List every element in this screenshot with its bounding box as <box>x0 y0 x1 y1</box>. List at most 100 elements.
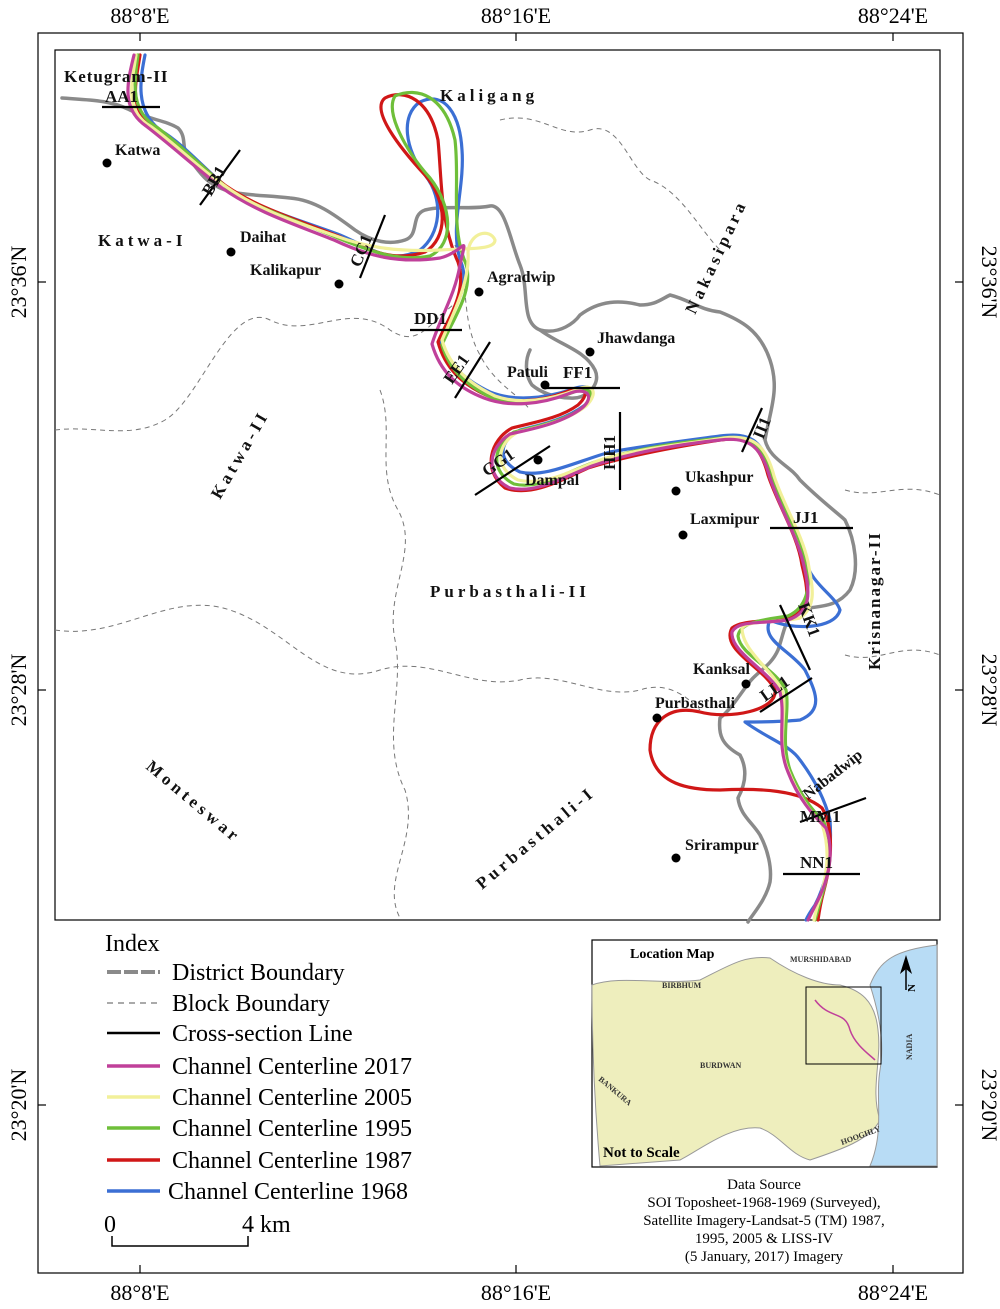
block-label-purbasthali-i: Purbasthali-I <box>472 783 599 894</box>
block-label-kaligang: Kaligang <box>440 86 538 105</box>
block-names: Ketugram-II Kaligang Katwa-I Nakasipara … <box>64 67 884 893</box>
block-label-purbasthali-ii: Purbasthali-II <box>430 582 590 601</box>
north-arrow-label: N <box>906 984 918 992</box>
lon-label-bottom-2: 88°16'E <box>481 1280 551 1305</box>
lat-label-right-1: 23°36'N <box>977 246 1000 319</box>
block-label-krisnanagar-ii: Krisnanagar-II <box>865 531 884 670</box>
outer-frame <box>37 32 964 1274</box>
data-source-line-2: SOI Toposheet-1968-1969 (Surveyed), <box>647 1195 880 1211</box>
settlement-dot-jhawdanga <box>585 347 595 357</box>
cross-section-ll1 <box>759 677 813 713</box>
cross-section-bb1 <box>199 149 241 206</box>
settlement-dot-kanksal <box>741 679 751 689</box>
inset-district-area <box>591 956 881 1167</box>
cross-section-mm1 <box>799 796 867 824</box>
block-label-katwa-i: Katwa-I <box>98 231 186 250</box>
settlements: Katwa Daihat Kalikapur Agradwip Jhawdang… <box>102 142 866 863</box>
legend-label-district-boundary: District Boundary <box>172 960 345 986</box>
lon-label-top-2: 88°16'E <box>481 3 551 28</box>
scale-bar: 0 4 km <box>104 1212 291 1247</box>
settlement-dot-agradwip <box>474 287 484 297</box>
settlement-label-daihat: Daihat <box>240 229 287 246</box>
north-arrow-icon: N <box>900 955 918 992</box>
district-boundary <box>60 96 858 924</box>
block-label-nakasipara: Nakasipara <box>681 196 751 316</box>
inset-label-burdwan: BURDWAN <box>700 1061 742 1070</box>
settlement-label-jhawdanga: Jhawdanga <box>597 330 675 347</box>
lon-label-top-3: 88°24'E <box>858 3 928 28</box>
block-label-katwa-ii: Katwa-II <box>207 407 273 502</box>
settlement-dot-dampal <box>533 455 543 465</box>
settlement-dot-patuli <box>540 380 550 390</box>
cross-section-cc1 <box>358 214 387 279</box>
centerline-1987 <box>133 53 833 922</box>
xs-label-ff1: FF1 <box>563 363 592 382</box>
xs-label-jj1: JJ1 <box>793 508 819 527</box>
data-source: Data Source SOI Toposheet-1968-1969 (Sur… <box>643 1177 885 1265</box>
legend-label-centerline-1968: Channel Centerline 1968 <box>168 1179 408 1205</box>
block-label-monteswar: Monteswar <box>142 757 245 848</box>
settlement-label-kanksal: Kanksal <box>693 661 750 678</box>
xs-label-dd1: DD1 <box>414 309 447 328</box>
lat-label-right-3: 23°20'N <box>977 1069 1000 1142</box>
cross-section-ii1 <box>740 407 764 453</box>
legend: Index District Boundary Block Boundary C… <box>105 931 412 1205</box>
legend-title: Index <box>105 931 160 957</box>
legend-label-centerline-1987: Channel Centerline 1987 <box>172 1148 412 1174</box>
channel-centerlines <box>126 53 842 922</box>
lat-label-left-1: 23°36'N <box>6 246 31 319</box>
lat-label-left-3: 23°20'N <box>6 1069 31 1142</box>
settlement-label-dampal: Dampal <box>525 472 580 489</box>
settlement-label-katwa: Katwa <box>115 142 160 159</box>
scale-label-start: 0 <box>104 1212 116 1238</box>
cross-section-kk1 <box>779 604 811 671</box>
legend-label-centerline-2005: Channel Centerline 2005 <box>172 1085 412 1111</box>
graticule-ticks <box>38 33 963 1273</box>
inset-label-birbhum: BIRBHUM <box>662 981 702 990</box>
settlement-label-purbasthali: Purbasthali <box>655 695 736 712</box>
inset-nadia-area <box>869 944 938 1167</box>
data-source-line-5: (5 January, 2017) Imagery <box>685 1249 844 1265</box>
settlement-dot-daihat <box>226 247 236 257</box>
scale-label-end: 4 km <box>242 1212 291 1238</box>
lon-label-bottom-1: 88°8'E <box>110 1280 169 1305</box>
xs-label-aa1: AA1 <box>105 87 138 106</box>
block-label-ketugram-ii: Ketugram-II <box>64 67 168 86</box>
legend-label-centerline-2017: Channel Centerline 2017 <box>172 1054 412 1080</box>
settlement-label-laxmipur: Laxmipur <box>690 511 759 528</box>
xs-label-hh1: HH1 <box>600 435 619 470</box>
settlement-dot-srirampur <box>671 853 681 863</box>
cross-section-gg1 <box>474 445 551 496</box>
inset-label-murshidabad: MURSHIDABAD <box>790 955 852 964</box>
location-map-inset: Location Map BIRBHUM MURSHIDABAD BURDWAN… <box>591 939 938 1168</box>
cross-section-lines <box>102 105 867 876</box>
legend-label-centerline-1995: Channel Centerline 1995 <box>172 1116 412 1142</box>
data-source-line-1: Data Source <box>727 1177 801 1193</box>
lon-label-bottom-3: 88°24'E <box>858 1280 928 1305</box>
settlement-dot-katwa <box>102 158 112 168</box>
lat-label-right-2: 23°28'N <box>977 654 1000 727</box>
settlement-label-srirampur: Srirampur <box>685 837 759 854</box>
inset-label-nadia: NADIA <box>905 1034 914 1060</box>
settlement-label-agradwip: Agradwip <box>487 269 556 286</box>
settlement-label-patuli: Patuli <box>507 364 548 381</box>
map-frame <box>54 49 941 921</box>
data-source-line-4: 1995, 2005 & LISS-IV <box>695 1231 834 1247</box>
settlement-dot-laxmipur <box>678 530 688 540</box>
settlement-label-ukashpur: Ukashpur <box>685 469 753 486</box>
inset-study-area-box <box>805 986 882 1065</box>
inset-title: Location Map <box>630 947 715 962</box>
cross-section-ee1 <box>454 341 491 399</box>
settlement-dot-ukashpur <box>671 486 681 496</box>
lon-label-top-1: 88°8'E <box>110 3 169 28</box>
legend-label-block-boundary: Block Boundary <box>172 991 330 1017</box>
xs-label-nn1: NN1 <box>800 853 833 872</box>
centerline-2005 <box>130 53 829 922</box>
inset-scale-note: Not to Scale <box>603 1145 680 1161</box>
settlement-dot-kalikapur <box>334 279 344 289</box>
settlement-dot-purbasthali <box>652 713 662 723</box>
lat-label-left-2: 23°28'N <box>6 654 31 727</box>
settlement-label-kalikapur: Kalikapur <box>250 262 321 279</box>
